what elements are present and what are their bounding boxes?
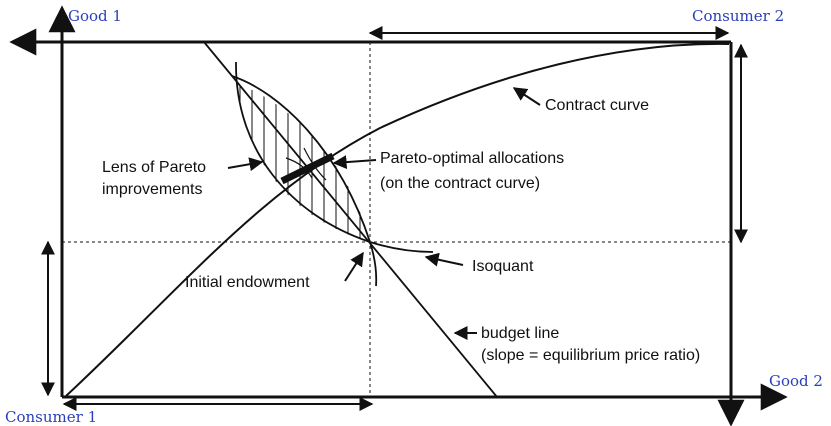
small-curve-tangent-2	[303, 147, 327, 181]
small-curve-tangent-1	[285, 157, 313, 179]
pareto-segment	[280, 152, 335, 185]
pareto-label-line1: Pareto-optimal allocations	[380, 150, 564, 167]
budget-line-note: (slope = equilibrium price ratio)	[481, 347, 700, 364]
budget-line-label: budget line	[481, 325, 559, 342]
good2-label: Good 2	[769, 372, 823, 390]
indifference-curve-consumer1	[235, 61, 434, 253]
consumer2-label: Consumer 2	[692, 7, 784, 25]
endowment-guides	[62, 42, 731, 397]
pareto-label-line2: (on the contract curve)	[380, 175, 540, 192]
lens-label-line2: improvements	[102, 181, 202, 198]
good1-label: Good 1	[68, 7, 122, 25]
contract-curve-pointer	[512, 87, 541, 106]
contract-curve-label: Contract curve	[545, 97, 649, 114]
isoquant-pointer	[424, 252, 464, 267]
curves	[65, 41, 730, 398]
initial-endowment-pointer	[344, 251, 364, 282]
lens-label-line1: Lens of Pareto	[102, 159, 206, 176]
annotation-arrows	[227, 87, 541, 340]
lens-pointer	[227, 157, 264, 172]
pareto-pointer	[332, 155, 377, 170]
budget-line	[203, 41, 498, 398]
contract-curve	[65, 42, 730, 397]
endowment-quantity-arrows	[41, 26, 748, 411]
consumer1-label: Consumer 1	[5, 408, 97, 426]
lens-hatching	[239, 84, 361, 242]
isoquant-label: Isoquant	[472, 258, 534, 275]
indifference-curve-consumer2	[231, 75, 378, 287]
initial-endowment-label: Initial endowment	[185, 274, 310, 291]
